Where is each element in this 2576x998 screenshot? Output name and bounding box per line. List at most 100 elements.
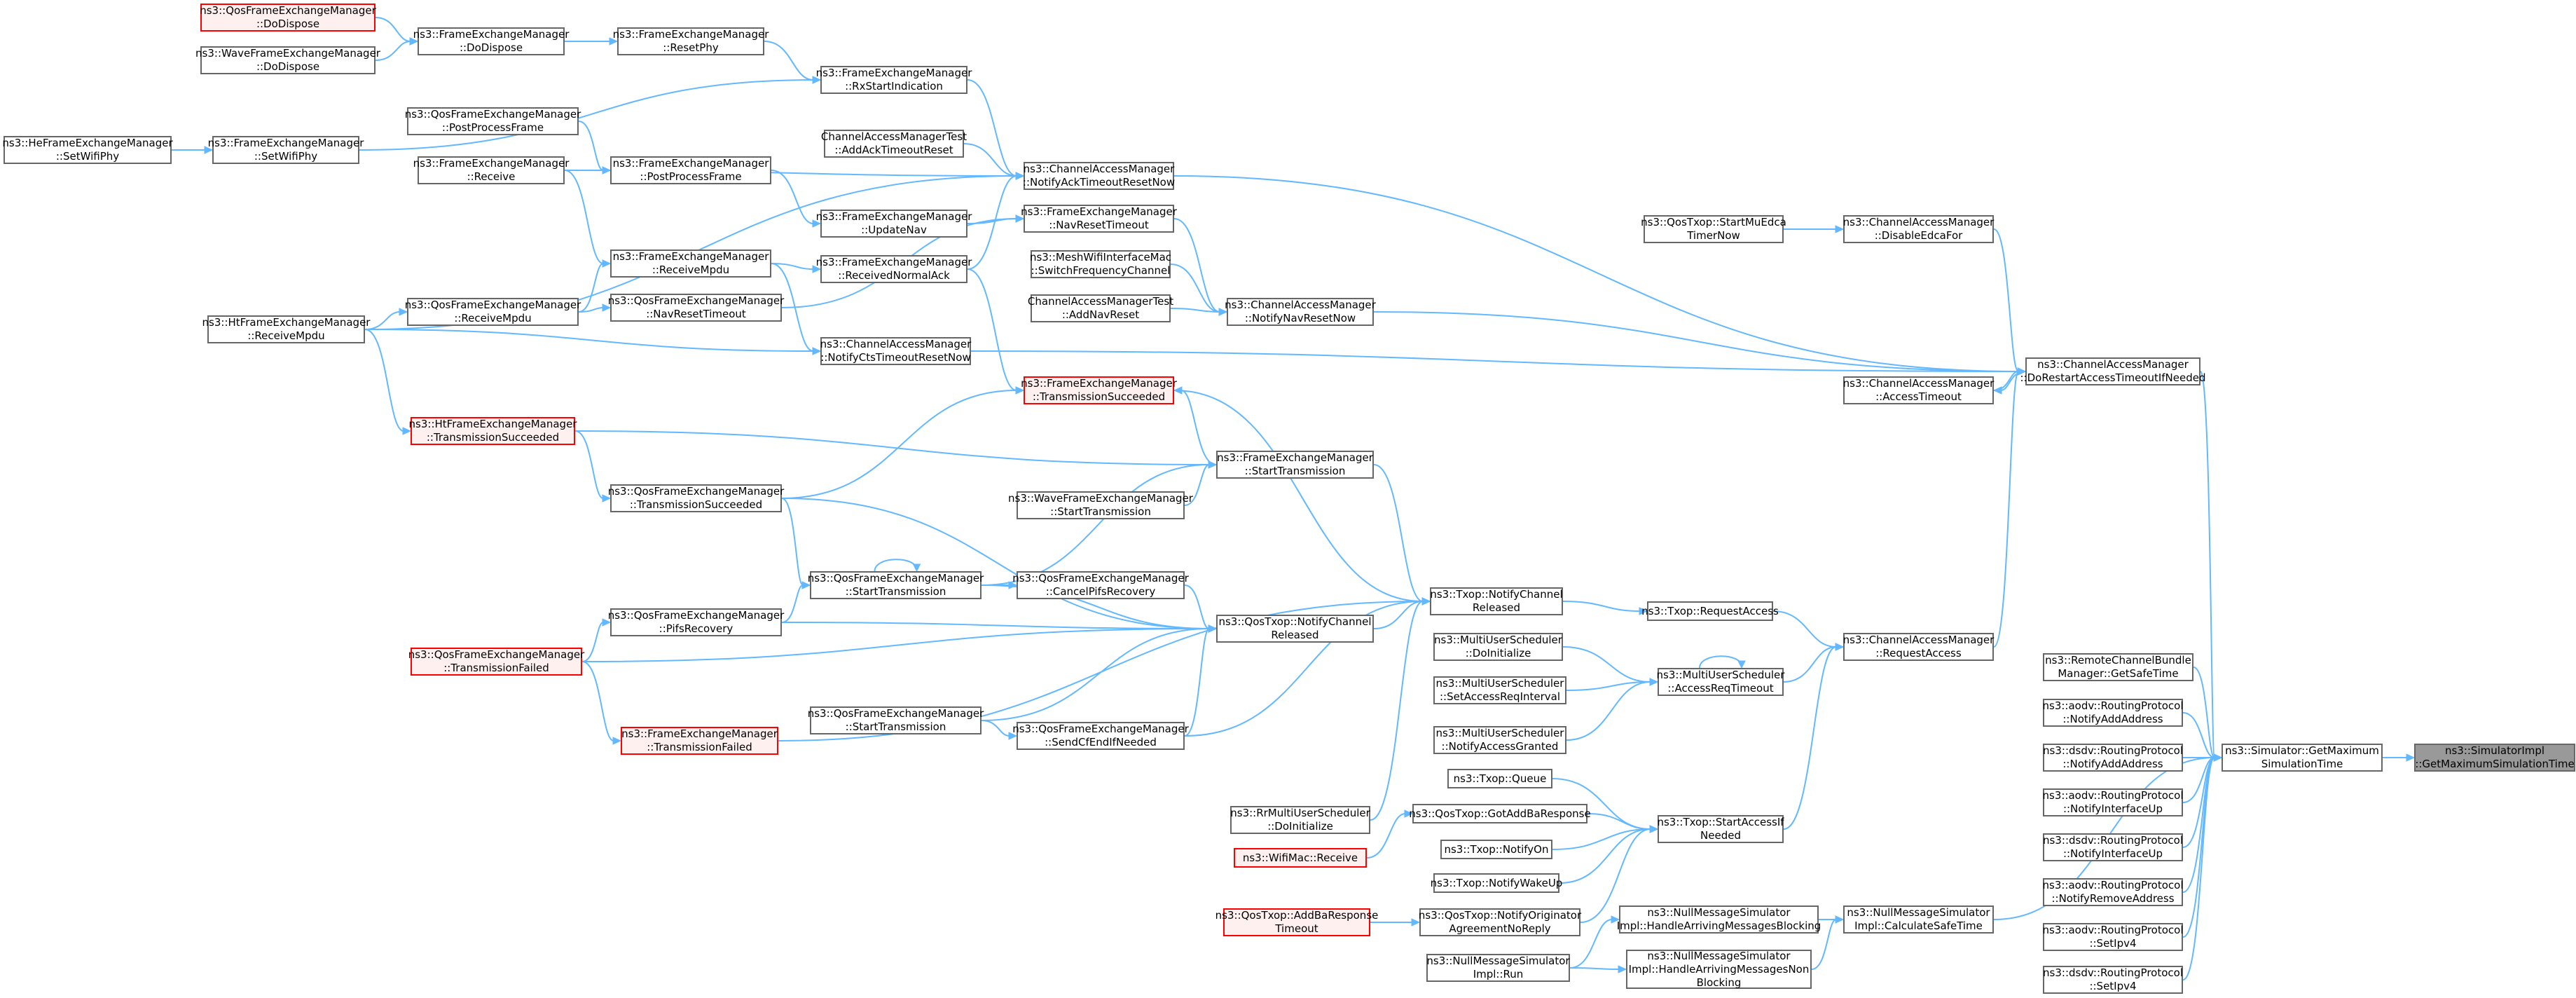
graph-node-label: ns3::FrameExchangeManager [1217,451,1373,464]
graph-node-n46[interactable]: ns3::QosFrameExchangeManager::StartTrans… [808,706,984,734]
graph-node-n64[interactable]: ns3::dsdv::RoutingProtocol::NotifyAddAdd… [2043,744,2183,772]
graph-node-n55[interactable]: ns3::Txop::NotifyWakeUp [1431,873,1562,893]
graph-node-label: ::DoInitialize [1465,647,1531,659]
graph-node-n4[interactable]: ns3::ChannelAccessManager::DisableEdcaFo… [1843,215,1994,243]
graph-node-n13[interactable]: ns3::FrameExchangeManager::SetWifiPhy [208,136,364,164]
graph-node-n26[interactable]: ns3::QosFrameExchangeManager::NavResetTi… [608,294,784,322]
graph-node-n53[interactable]: ns3::WifiMac::Receive [1234,848,1367,868]
graph-node-n35[interactable]: ns3::QosFrameExchangeManager::CancelPifs… [1012,571,1189,599]
graph-node-n49[interactable]: ns3::Txop::Queue [1447,769,1552,788]
graph-node-n37[interactable]: ns3::Txop::RequestAccess [1641,601,1779,621]
graph-node-n9[interactable]: ns3::FrameExchangeManager::ResetPhy [613,27,769,55]
graph-node-n66[interactable]: ns3::dsdv::RoutingProtocol::NotifyInterf… [2043,833,2183,861]
graph-node-label: ns3::MultiUserScheduler [1435,677,1564,690]
call-edge-n30-n32 [574,430,612,503]
graph-node-n14[interactable]: ns3::HeFrameExchangeManager::SetWifiPhy [2,136,173,164]
graph-node-n2[interactable]: ns3::ChannelAccessManager::DoRestartAcce… [2020,357,2206,385]
call-edge-line [771,263,814,270]
graph-node-n68[interactable]: ns3::aodv::RoutingProtocol::SetIpv4 [2043,923,2184,951]
graph-node-n3[interactable]: ns3::ChannelAccessManager::AccessTimeout [1843,376,1994,404]
graph-node-n12[interactable]: ns3::WaveFrameExchangeManager::DoDispose [195,46,380,74]
graph-node-n15[interactable]: ns3::QosFrameExchangeManager::PostProces… [405,107,581,135]
call-edge-line [2182,757,2215,803]
call-edge-line [1569,919,1613,969]
call-edge-n61-n59 [1811,915,1845,970]
call-edge-arrowhead [2213,753,2223,762]
graph-node-label: ::StartTransmission [845,585,946,598]
call-edge-n23-n2 [1373,311,2027,376]
graph-node-n47[interactable]: ns3::QosFrameExchangeManager::SendCfEndI… [1012,722,1189,750]
call-edge-arrowhead [2406,753,2416,762]
graph-node-n0[interactable]: ns3::SimulatorImpl::GetMaximumSimulation… [2414,744,2575,772]
graph-node-n22[interactable]: ns3::MeshWifiInterfaceMac::SwitchFrequen… [1030,250,1171,278]
graph-node-n65[interactable]: ns3::aodv::RoutingProtocol::NotifyInterf… [2043,788,2184,816]
graph-node-n6[interactable]: ns3::ChannelAccessManager::NotifyAckTime… [1023,162,1175,190]
graph-node-n63[interactable]: ns3::aodv::RoutingProtocol::NotifyAddAdd… [2043,699,2184,727]
graph-node-n51[interactable]: ns3::QosTxop::GotAddBaResponse [1409,804,1591,823]
graph-node-n41[interactable]: ns3::QosFrameExchangeManager::Transmissi… [408,648,584,676]
graph-node-label: ::DoRestartAccessTimeoutIfNeeded [2020,371,2206,384]
graph-node-n34[interactable]: ns3::QosFrameExchangeManager::StartTrans… [807,571,984,599]
graph-node-n28[interactable]: ns3::ChannelAccessManager::NotifyCtsTime… [820,337,971,365]
graph-node-n24[interactable]: ChannelAccessManagerTest::AddNavReset [1028,294,1173,322]
graph-node-n50[interactable]: ns3::RrMultiUserScheduler::DoInitialize [1230,806,1370,834]
graph-node-n32[interactable]: ns3::QosFrameExchangeManager::Transmissi… [608,484,784,512]
call-edge-line [1366,813,1406,859]
call-edge-arrowhead [1173,386,1183,395]
graph-node-n10[interactable]: ns3::FrameExchangeManager::DoDispose [413,27,569,55]
graph-node-label: ::DoDispose [256,60,320,73]
graph-node-n19[interactable]: ns3::FrameExchangeManager::NavResetTimeo… [1021,205,1177,233]
graph-node-n11[interactable]: ns3::QosFrameExchangeManager::DoDispose [200,4,376,32]
graph-node-label: ::Receive [467,170,516,183]
graph-node-label: ::StartTransmission [1244,465,1346,477]
graph-node-n48[interactable]: ns3::MultiUserScheduler::NotifyAccessGra… [1433,726,1566,754]
graph-node-n18[interactable]: ns3::FrameExchangeManager::UpdateNav [816,210,972,238]
call-edge-n44-n43 [1566,678,1659,691]
graph-node-n21[interactable]: ns3::FrameExchangeManager::ReceivedNorma… [816,255,972,283]
graph-node-n8[interactable]: ns3::FrameExchangeManager::RxStartIndica… [816,66,972,94]
graph-node-n31[interactable]: ns3::FrameExchangeManager::StartTransmis… [1216,451,1374,479]
graph-node-n23[interactable]: ns3::ChannelAccessManager::NotifyNavRese… [1225,298,1376,326]
call-edge-n39-n34 [781,581,811,623]
graph-node-n38[interactable]: ns3::ChannelAccessManager::RequestAccess [1843,633,1994,661]
graph-node-n67[interactable]: ns3::aodv::RoutingProtocol::NotifyRemove… [2043,878,2184,906]
graph-node-n45[interactable]: ns3::FrameExchangeManager::TransmissionF… [621,727,778,755]
graph-node-n30[interactable]: ns3::HtFrameExchangeManager::Transmissio… [409,417,577,445]
graph-node-label: Impl::CalculateSafeTime [1854,920,1983,932]
graph-node-n39[interactable]: ns3::QosFrameExchangeManager::PifsRecove… [608,608,784,636]
graph-node-n25[interactable]: ns3::QosFrameExchangeManager::ReceiveMpd… [405,298,581,326]
call-edge-n36-n37 [1562,601,1648,615]
graph-node-n17[interactable]: ns3::FrameExchangeManager::Receive [413,156,569,184]
call-edge-n1-n0 [2383,753,2416,762]
graph-node-n20[interactable]: ns3::FrameExchangeManager::ReceiveMpdu [610,250,771,278]
call-edge-n41-n39 [581,618,612,662]
graph-node-n16[interactable]: ns3::FrameExchangeManager::PostProcessFr… [610,156,771,184]
graph-node-n44[interactable]: ns3::MultiUserScheduler::SetAccessReqInt… [1433,676,1566,704]
graph-node-label: ns3::QosFrameExchangeManager [807,572,984,585]
graph-node-n7[interactable]: ChannelAccessManagerTest::AddAckTimeoutR… [821,130,967,158]
call-edge-line [578,263,604,313]
graph-node-n69[interactable]: ns3::dsdv::RoutingProtocol::SetIpv4 [2043,966,2183,994]
graph-node-n43[interactable]: ns3::MultiUserScheduler::AccessReqTimeou… [1657,668,1784,696]
graph-node-n33[interactable]: ns3::WaveFrameExchangeManager::StartTran… [1008,491,1193,519]
graph-node-n29[interactable]: ns3::FrameExchangeManager::TransmissionS… [1021,376,1177,404]
graph-node-n42[interactable]: ns3::MultiUserScheduler::DoInitialize [1433,633,1563,661]
call-edge-line [1783,646,1837,683]
graph-node-n27[interactable]: ns3::HtFrameExchangeManager::ReceiveMpdu [202,315,370,343]
graph-node-n54[interactable]: ns3::Txop::NotifyOn [1440,840,1552,859]
call-edge-line [2200,371,2215,758]
call-edge-arrowhead [1015,172,1025,180]
call-edge-arrowhead [1008,732,1018,740]
